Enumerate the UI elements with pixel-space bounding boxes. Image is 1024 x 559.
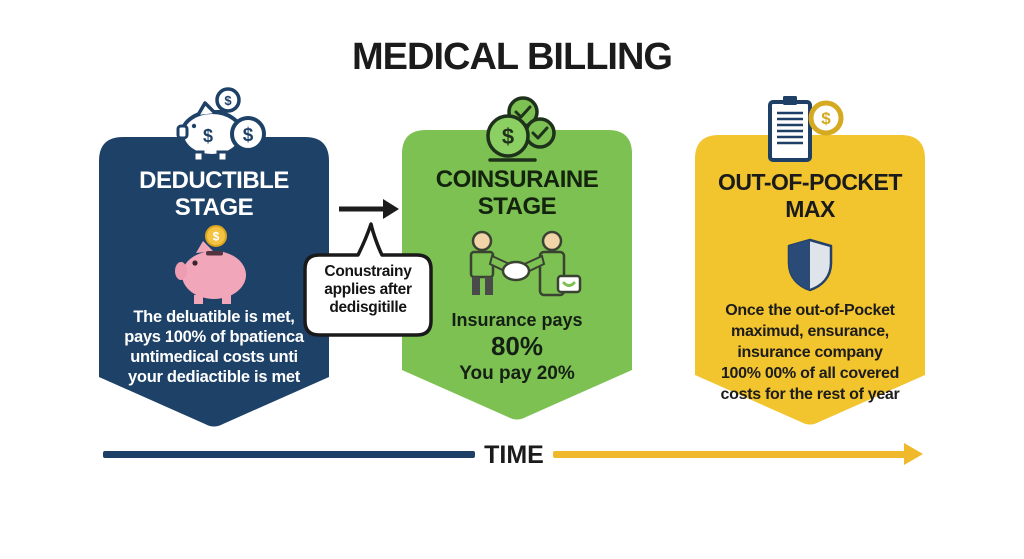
piggy-bank-outline-icon: $ $ $	[176, 87, 266, 163]
piggy-eye	[192, 260, 198, 266]
svg-text:$: $	[213, 230, 220, 244]
speech-bubble-text: Conustrainy applies after dedisgitille	[324, 263, 412, 316]
timeline-label: TIME	[484, 441, 544, 469]
page-title: MEDICAL BILLING	[352, 36, 673, 78]
panel-out-of-pocket: OUT-OF-POCKET MAX Once the out-of-Pocket…	[695, 135, 925, 431]
deductible-body-text: The deluatible is met, pays 100% of bpat…	[124, 308, 304, 386]
gold-coin-icon	[808, 100, 844, 136]
speech-bubble-shape	[303, 222, 433, 337]
gold-coin-icon	[205, 225, 227, 247]
timeline-blue-segment	[103, 451, 475, 458]
svg-text:$: $	[821, 109, 831, 128]
handshake-icon	[469, 230, 582, 297]
coinsurance-title: COINSURAINE STAGE	[435, 166, 599, 220]
timeline-yellow-segment	[553, 451, 905, 458]
svg-text:$: $	[502, 124, 514, 149]
svg-text:$: $	[203, 126, 213, 146]
clipboard-coin-icon: $	[768, 96, 844, 162]
panel-coinsurance: COINSURAINE STAGE Insurance pays 80% Y	[402, 130, 632, 426]
clasped-hands	[501, 260, 531, 282]
coins-checkmarks-icon: $	[486, 96, 556, 162]
out-of-pocket-body-text: Once the out-of-Pocket maximud, ensuranc…	[720, 302, 900, 403]
coinsurance-insurance-pays: Insurance pays	[451, 310, 583, 330]
panel-deductible: DEDUCTIBLE STAGE $ The deluatible is met…	[99, 137, 329, 433]
svg-text:$: $	[243, 125, 254, 146]
speech-bubble: Conustrainy applies after dedisgitille	[302, 221, 434, 341]
coinsurance-20-percent: 20%	[536, 363, 575, 384]
shield-icon	[787, 238, 833, 292]
pink-piggy-bank-icon: $	[175, 225, 246, 304]
out-of-pocket-title: OUT-OF-POCKET MAX	[718, 169, 902, 222]
right-arrow-icon	[339, 199, 399, 219]
timeline-arrowhead-icon	[904, 443, 923, 465]
svg-text:$: $	[224, 93, 232, 108]
deductible-title: DEDUCTIBLE STAGE	[139, 167, 289, 221]
coinsurance-80-percent: 80%	[490, 331, 544, 361]
